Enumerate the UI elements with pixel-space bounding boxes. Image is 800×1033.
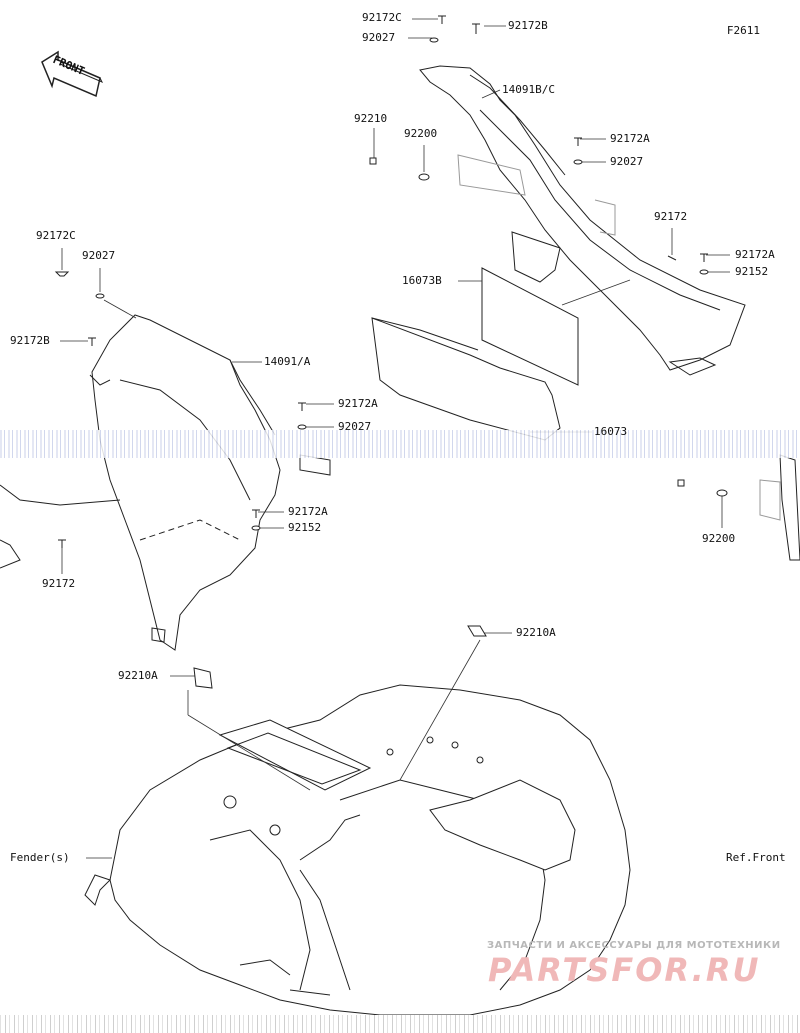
leader-lines [60,18,730,859]
label-92172A-mid: 92172A [338,397,378,410]
fasteners [54,15,728,689]
label-92172A-r1: 92172A [610,132,650,145]
label-92210A-left: 92210A [118,669,158,682]
panel-16073 [371,317,561,441]
label-14091B-C: 14091B/C [502,83,555,96]
label-92027-left: 92027 [82,249,116,262]
label-92172B-left: 92172B [10,334,50,347]
label-92172C-top: 92172C [362,11,402,24]
label-92200-top: 92200 [404,127,438,140]
label-92172-left: 92172 [42,577,76,590]
label-92172-r: 92172 [654,210,688,223]
panel-16073B [481,267,579,386]
fender-body [84,684,631,1016]
label-92152-r: 92152 [735,265,769,278]
label-16073: 16073 [594,425,628,438]
label-92152-low: 92152 [288,521,322,534]
label-92027-mid: 92027 [338,420,372,433]
label-ref-front: Ref.Front [726,851,786,864]
label-92200-right: 92200 [702,532,736,545]
label-16073B: 16073B [402,274,442,287]
figure-code: F2611 [726,24,760,37]
label-14091-A: 14091/A [264,355,311,368]
label-92027-r1: 92027 [610,155,644,168]
label-92172C-left: 92172C [36,229,76,242]
label-92027-top: 92027 [362,31,396,44]
front-arrow-icon [41,50,104,98]
watermark-subtitle: ЗАПЧАСТИ И АКСЕССУАРЫ ДЛЯ МОТОТЕХНИКИ [487,940,781,951]
side-cover-upper-right [419,65,746,376]
side-cover-left [0,314,281,651]
scan-artifact-bottom [0,1015,800,1033]
label-92172A-r2: 92172A [735,248,775,261]
label-92172A-low: 92172A [288,505,328,518]
label-fenders: Fender(s) [10,851,70,864]
label-92172B-top: 92172B [508,19,548,32]
scan-artifact-band [0,430,800,458]
watermark-logo: PARTSFOR.RU [488,951,761,989]
label-92210A-right: 92210A [516,626,556,639]
label-92210-top: 92210 [354,112,388,125]
